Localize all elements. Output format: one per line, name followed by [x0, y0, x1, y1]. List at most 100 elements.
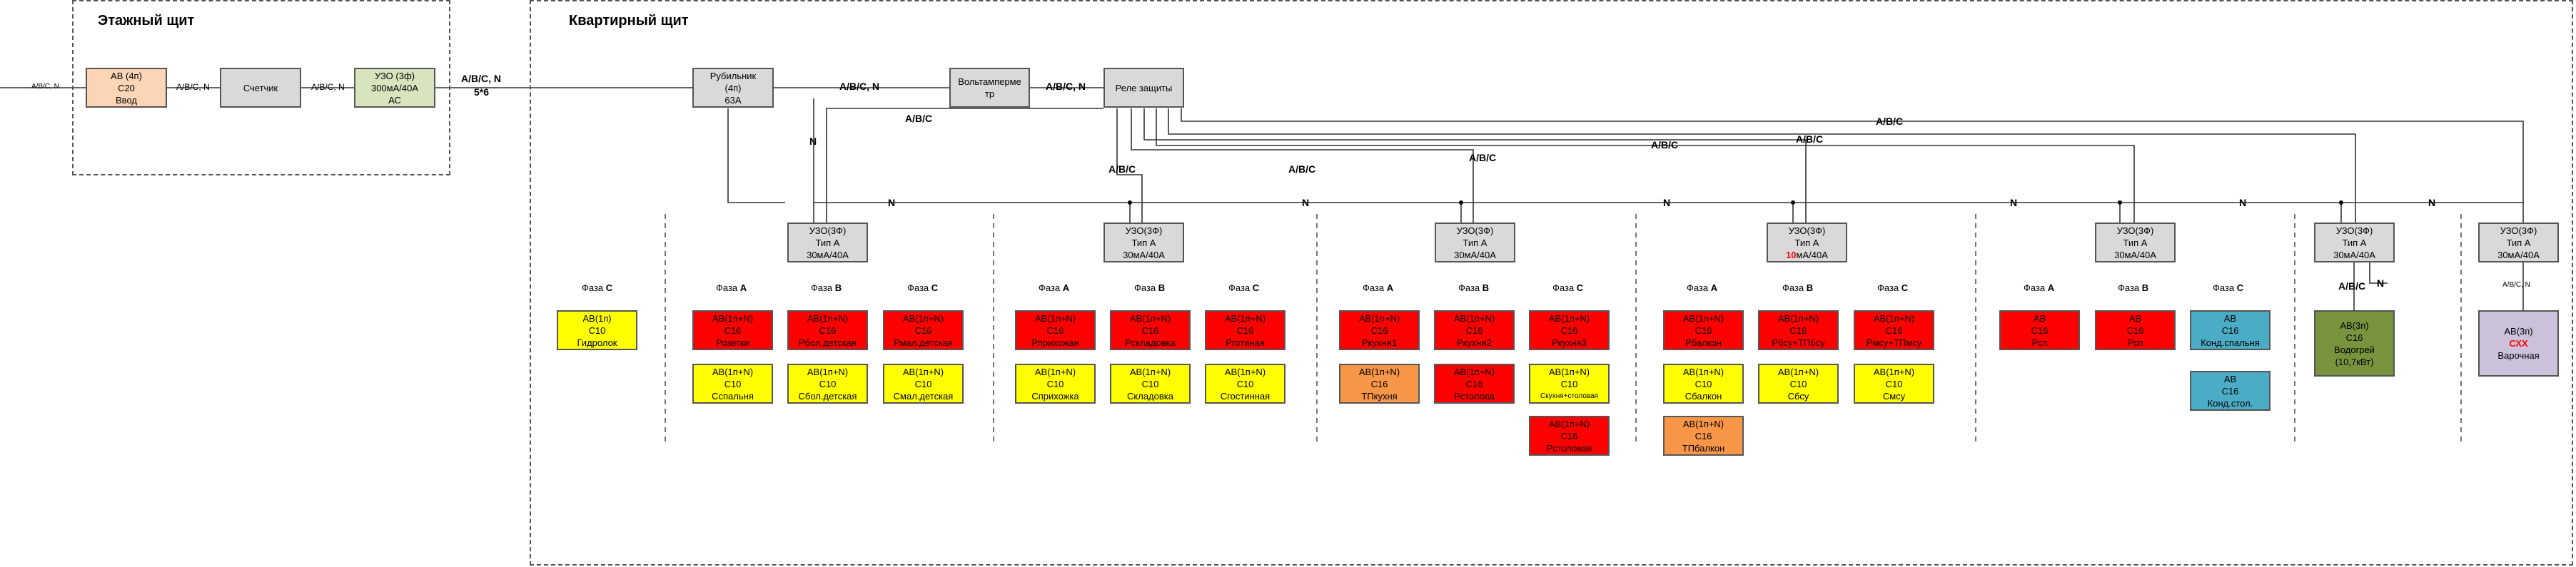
breaker-label-line: Конд.спальня [2201, 337, 2260, 348]
breaker-label-line: С16 [914, 325, 932, 336]
breaker-label-line: АВ(1п+N) [1453, 312, 1495, 324]
breaker-label-line: АВ(1п+N) [1224, 366, 1266, 377]
phase-text: С [931, 282, 939, 293]
phase-text: А [1710, 282, 1718, 293]
protection-relay[interactable]: Реле защиты [1103, 68, 1184, 108]
breaker-label-line: (4п) [724, 82, 742, 93]
breaker-label-line: АВ(1п+N) [1129, 312, 1171, 324]
breaker-label-line: С16 [1141, 325, 1159, 336]
phase-label-g4-c: Фаза С [1877, 282, 1908, 293]
breaker-label-line: АВ(1п+N) [1034, 312, 1076, 324]
breaker-label-line: С20 [118, 82, 135, 93]
breaker-label-line: АВ(1п+N) [1358, 312, 1400, 324]
breaker-label-line: Тип А [1463, 237, 1487, 248]
breaker-label-line: УЗО(3Ф) [1788, 225, 1826, 236]
breaker-label-line: С16 [1885, 325, 1903, 336]
breaker-label-line: АВ(1п+N) [1548, 366, 1590, 377]
breaker-label-line: С16 [2221, 385, 2239, 397]
breaker-label-line: Рстолова [1454, 390, 1495, 402]
breaker-label-line: 300мА/40А [370, 82, 419, 93]
breaker-label-line: С16 [1370, 378, 1388, 389]
floor-panel [72, 0, 450, 175]
breaker-label-line: АВ(1п) [582, 312, 612, 324]
main-switch[interactable]: Рубильник(4п)63А [692, 68, 774, 108]
phase-text: В [2141, 282, 2149, 293]
phase-label-g3-b: Фаза В [1458, 282, 1489, 293]
breaker-label-line: АВ(1п+N) [1682, 418, 1724, 429]
breaker-label-line: УЗО (3ф) [375, 70, 415, 81]
feed-uzo7 [1181, 108, 2524, 203]
breaker-label-line: Сприхожка [1031, 390, 1079, 402]
breaker-label-line: АВ(3п) [2504, 326, 2533, 337]
breaker-label-line: 30мА/40А [2333, 249, 2375, 260]
breaker-label-line: С16 [1465, 325, 1483, 336]
breaker-label-line: Сгостинная [1220, 390, 1271, 402]
floor-panel-title: Этажный щит [98, 13, 195, 29]
feed-uzo1 [826, 108, 1103, 223]
phase-label-g5-b: Фаза В [2118, 282, 2148, 293]
breaker-label-line: УЗО(3Ф) [2335, 225, 2373, 236]
breaker-label-line: Сбалкон [1684, 390, 1722, 402]
label-incoming: А/В/С, N [31, 83, 59, 91]
label-stove-abc: А/В/С, N [2502, 281, 2530, 289]
breaker-label-line: Ввод [116, 94, 137, 106]
breaker-label-line: Рмсу+ТПмсу [1866, 337, 1922, 348]
breaker-label-line: АВ(1п+N) [1453, 366, 1495, 377]
neutral-bus [813, 98, 2524, 223]
phase-text: С [2236, 282, 2244, 293]
breaker-label-line: АВ (4п) [111, 70, 142, 81]
breaker-label-line: Рсп [2031, 337, 2048, 348]
electric-meter[interactable]: Счетчик [220, 68, 301, 108]
breaker-label-line: С10 [1141, 378, 1159, 389]
label-av-meter: А/В/С, N [176, 82, 210, 92]
phase-label-g4-a: Фаза А [1687, 282, 1717, 293]
phase-label-hydrolock: Фаза С [582, 282, 612, 293]
breaker-label-line: С16 [1560, 325, 1578, 336]
breaker-label-line: АВ(1п+N) [807, 366, 849, 377]
breaker-label-line: АС [388, 94, 401, 106]
